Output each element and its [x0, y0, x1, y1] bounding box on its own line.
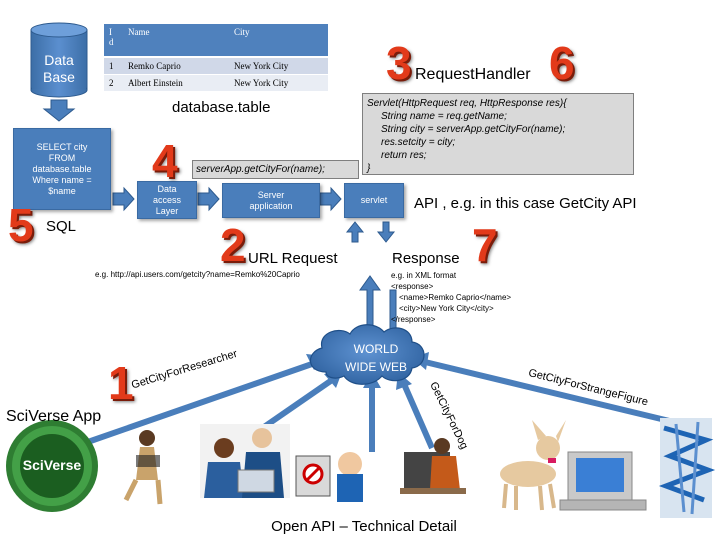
server-application-box: Server application: [222, 183, 320, 218]
web-line1: WORLD: [353, 342, 399, 356]
layer-line: access: [152, 194, 181, 205]
server-line: application: [249, 200, 293, 211]
table-cell: Albert Einstein: [123, 74, 229, 91]
world-wide-web-label: WORLD WIDE WEB: [336, 340, 416, 376]
table-caption: database.table: [172, 99, 271, 116]
database-label-line1: Data: [44, 52, 74, 68]
table-header-row: I d Name City: [104, 24, 328, 58]
url-request-example: e.g. http://api.users.com/getcity?name=R…: [95, 270, 300, 279]
frustrated-user-illustration: [295, 452, 363, 502]
response-example: e.g. in XML format <response> <name>Remk…: [391, 270, 511, 325]
layer-line: Layer: [155, 205, 179, 216]
step-number-1: 1: [108, 357, 134, 409]
table-row: 2 Albert Einstein New York City: [104, 74, 328, 91]
step-number-2: 2: [220, 219, 246, 271]
servlet-io-arrows: [345, 221, 396, 243]
table-cell: 2: [104, 74, 123, 91]
servlet-label: servlet: [360, 195, 388, 205]
servlet-box: servlet: [344, 183, 404, 218]
table-header-city: City: [229, 24, 328, 58]
database-label: Data Base: [33, 52, 85, 86]
response-line: e.g. in XML format: [391, 271, 457, 280]
old-computer-illustration: [559, 451, 647, 511]
sql-query-box: SELECT city FROM database.table Where na…: [13, 128, 111, 210]
sciverse-logo-text: SciVerse: [22, 457, 82, 473]
web-line2: WIDE WEB: [345, 360, 407, 374]
response-line: <response>: [391, 282, 434, 291]
server-line: Server: [257, 189, 285, 200]
table-header-name: Name: [123, 24, 229, 58]
arrow-db-to-sql: [42, 99, 76, 122]
step-number-5: 5: [8, 199, 34, 251]
chihuahua-dog-illustration: [500, 420, 566, 511]
pipeline-arrows: [112, 186, 342, 212]
footer-caption: Open API – Technical Detail: [271, 518, 457, 535]
response-line: <name>Remko Caprio</name>: [399, 293, 512, 302]
servlet-code-box: Servlet(HttpRequest req, HttpResponse re…: [362, 93, 634, 175]
code-line: String name = req.getName;: [381, 111, 507, 122]
database-cylinder: [30, 22, 88, 98]
step-number-6: 6: [549, 37, 575, 89]
response-line: <city>New York City</city>: [399, 304, 494, 313]
world-wide-web-cloud: [309, 324, 425, 385]
layer-line: Data: [157, 183, 177, 194]
code-line: }: [367, 163, 371, 174]
table-cell: 1: [104, 57, 123, 75]
sciverse-logo: [6, 420, 98, 512]
sciverse-app-label: SciVerse App: [6, 408, 102, 425]
sql-label: SQL: [46, 218, 77, 235]
database-label-line2: Base: [43, 69, 75, 85]
url-request-title: URL Request: [248, 250, 338, 267]
code-line: return res;: [381, 150, 427, 161]
response-title: Response: [392, 250, 460, 267]
code-line: String city = serverApp.getCityFor(name)…: [381, 124, 566, 135]
sql-line: SELECT city: [36, 141, 88, 152]
step-number-3: 3: [386, 37, 412, 89]
data-access-layer-box: Data access Layer: [137, 181, 197, 219]
code-line: Servlet(HttpRequest req, HttpResponse re…: [367, 98, 567, 109]
sql-line: Where name =: [32, 174, 92, 185]
table-cell: New York City: [229, 74, 328, 91]
computer-user-illustration: [400, 438, 466, 494]
step-number-7: 7: [472, 219, 498, 271]
step-number-4: 4: [152, 135, 178, 187]
strange-figure-illustration: [658, 418, 716, 518]
table-cell: Remko Caprio: [123, 57, 229, 75]
table-header-id: I d: [104, 24, 123, 58]
code-line: res.setcity = city;: [381, 137, 456, 148]
sql-line: database.table: [32, 163, 92, 174]
sql-line: $name: [48, 185, 76, 196]
researchers-illustration: [200, 424, 290, 498]
sql-line: FROM: [48, 152, 76, 163]
table-cell: New York City: [229, 57, 328, 75]
table-row: 1 Remko Caprio New York City: [104, 57, 328, 75]
dancing-figure-illustration: [123, 430, 163, 505]
api-label: API , e.g. in this case GetCity API: [414, 195, 637, 212]
server-call-box: serverApp.getCityFor(name);: [192, 160, 359, 179]
database-table: I d Name City 1 Remko Caprio New York Ci…: [104, 24, 328, 91]
request-handler-label: RequestHandler: [415, 66, 531, 83]
response-line: </response>: [391, 315, 436, 324]
